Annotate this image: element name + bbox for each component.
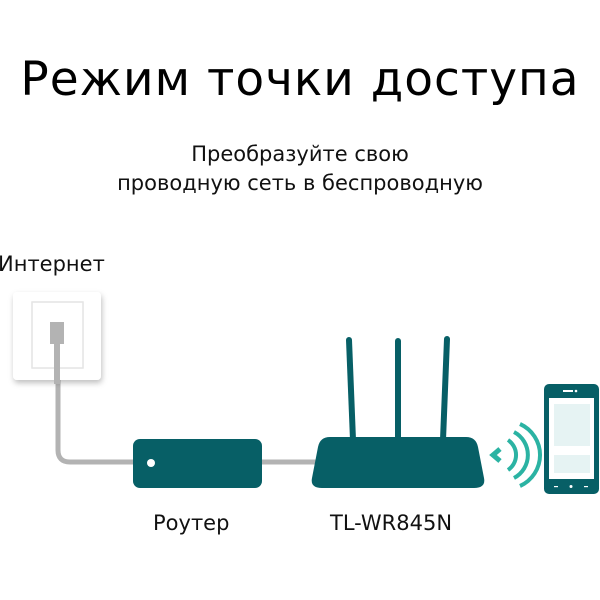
cable (55, 340, 320, 465)
router-box-icon (133, 439, 262, 488)
page-title: Режим точки доступа (20, 52, 580, 107)
router-label: Роутер (153, 511, 230, 535)
subtitle-line-1: Преобразуйте свою (191, 142, 409, 166)
internet-label: Интернет (0, 252, 105, 276)
subtitle: Преобразуйте свою проводную сеть в беспр… (0, 140, 600, 198)
access-point-label: TL-WR845N (330, 511, 453, 535)
wifi-signal-icon (489, 422, 542, 488)
smartphone-icon (544, 384, 599, 494)
ethernet-wall-socket-icon (13, 292, 101, 384)
subtitle-line-2: проводную сеть в беспроводную (117, 171, 483, 195)
three-antenna-router-icon (311, 336, 485, 488)
